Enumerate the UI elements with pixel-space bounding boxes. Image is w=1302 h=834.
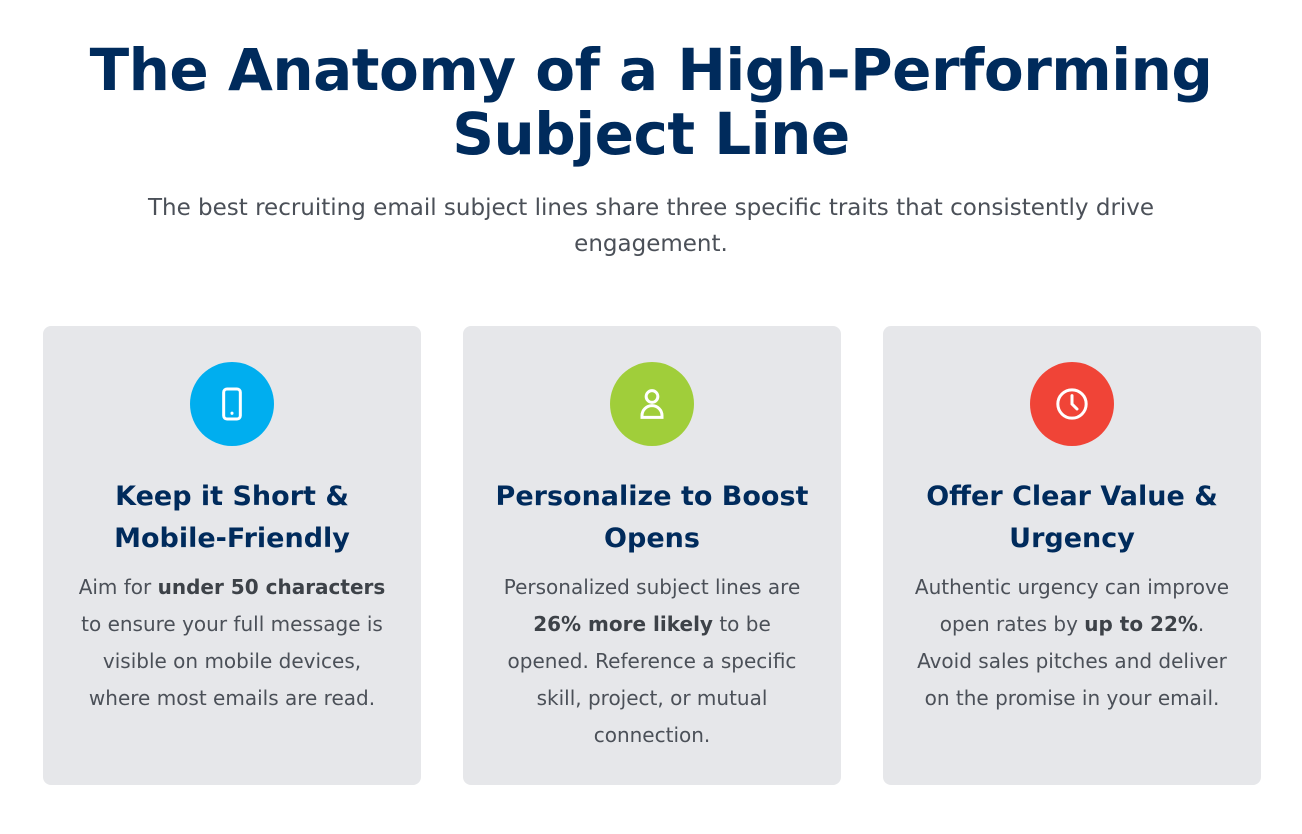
user-icon <box>610 362 694 446</box>
clock-icon <box>1030 362 1114 446</box>
card-value-urgency: Offer Clear Value & Urgency Authentic ur… <box>883 326 1261 785</box>
card-body: Aim for under 50 characters to ensure yo… <box>78 575 386 710</box>
card-title: Personalize to Boost Opens <box>495 481 809 554</box>
page-subtitle: The best recruiting email subject lines … <box>147 195 1155 257</box>
card-short-mobile: Keep it Short & Mobile-Friendly Aim for … <box>43 326 421 785</box>
card-body: Authentic urgency can improve open rates… <box>914 575 1230 710</box>
card-personalize: Personalize to Boost Opens Personalized … <box>463 326 841 785</box>
card-title: Keep it Short & Mobile-Friendly <box>114 481 350 554</box>
card-body: Personalized subject lines are 26% more … <box>503 575 801 747</box>
smartphone-icon <box>190 362 274 446</box>
page-title: The Anatomy of a High-Performing Subject… <box>89 36 1213 168</box>
card-title: Offer Clear Value & Urgency <box>926 481 1218 554</box>
